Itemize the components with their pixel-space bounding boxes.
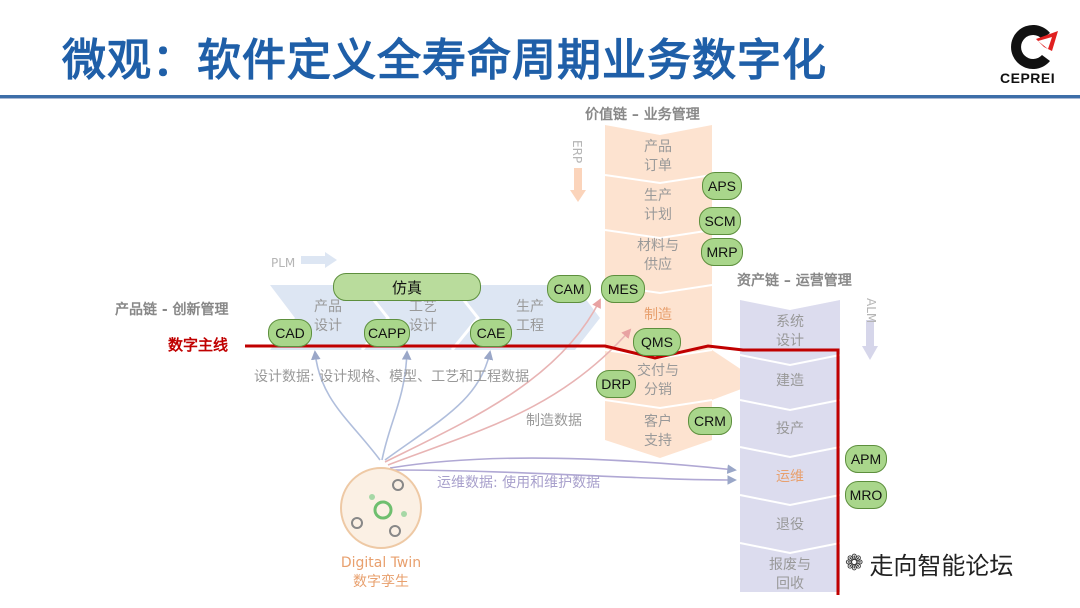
title-divider-thin bbox=[0, 98, 1080, 99]
watermark-text: 走向智能论坛 bbox=[869, 552, 1014, 580]
asset-chain-label: 资产链 – 运营管理 bbox=[737, 273, 852, 289]
asset-stage-design: 系统 设计 bbox=[776, 314, 804, 349]
value-stage-support: 客户 支持 bbox=[644, 414, 672, 449]
asset-stage-build: 建造 bbox=[776, 373, 804, 389]
digital-thread-label: 数字主线 bbox=[168, 336, 229, 354]
value-stage-delivery: 交付与 分销 bbox=[637, 363, 679, 398]
product-stage-process: 工艺 设计 bbox=[409, 299, 437, 334]
product-stage-design: 产品 设计 bbox=[314, 299, 342, 334]
alm-label: ALM bbox=[864, 298, 878, 324]
tool-drp[interactable]: DRP bbox=[596, 370, 636, 398]
asset-stage-retire: 退役 bbox=[776, 517, 804, 533]
plm-label: PLM bbox=[271, 256, 296, 270]
erp-label: ERP bbox=[570, 140, 584, 164]
value-stage-manufacture: 制造 bbox=[644, 307, 672, 323]
asset-stage-operate: 运维 bbox=[776, 469, 804, 485]
erp-arrow bbox=[570, 168, 586, 202]
logo-text: CEPREI bbox=[1000, 70, 1056, 86]
product-stage-engineering: 生产 工程 bbox=[516, 299, 544, 334]
value-stage-supply: 材料与 供应 bbox=[637, 238, 679, 273]
tool-simulation[interactable]: 仿真 bbox=[333, 273, 481, 301]
lifecycle-diagram bbox=[245, 125, 878, 595]
tool-scm[interactable]: SCM bbox=[699, 207, 741, 235]
product-chain-label: 产品链 - 创新管理 bbox=[115, 302, 229, 318]
tool-capp[interactable]: CAPP bbox=[364, 319, 410, 347]
tool-mes[interactable]: MES bbox=[601, 275, 645, 303]
digital-twin-zh: 数字孪生 bbox=[353, 574, 409, 590]
manufacturing-data-label: 制造数据 bbox=[526, 413, 582, 429]
asset-chain-column bbox=[739, 300, 841, 592]
digital-twin-en: Digital Twin bbox=[340, 555, 422, 571]
tool-apm[interactable]: APM bbox=[845, 445, 887, 473]
asset-stage-commission: 投产 bbox=[776, 421, 804, 437]
operation-data-label: 运维数据: 使用和维护数据 bbox=[437, 475, 601, 491]
tool-cam[interactable]: CAM bbox=[547, 275, 591, 303]
tool-aps[interactable]: APS bbox=[702, 172, 742, 200]
data-flow-curves bbox=[311, 298, 737, 485]
digital-twin-icon bbox=[340, 467, 422, 549]
design-data-label: 设计数据: 设计规格、模型、工艺和工程数据 bbox=[254, 369, 530, 385]
digital-thread-line bbox=[245, 344, 840, 595]
tool-cae[interactable]: CAE bbox=[470, 319, 512, 347]
plm-arrow bbox=[301, 252, 337, 268]
watermark: ❁ 走向智能论坛 bbox=[845, 546, 1013, 581]
tool-cad[interactable]: CAD bbox=[268, 319, 312, 347]
tool-mro[interactable]: MRO bbox=[845, 481, 887, 509]
asset-stage-recycle: 报废与 回收 bbox=[769, 557, 811, 592]
value-stage-order: 产品 订单 bbox=[644, 139, 672, 174]
wechat-icon: ❁ bbox=[845, 551, 864, 576]
page-title: 微观：软件定义全寿命周期业务数字化 bbox=[62, 35, 827, 86]
value-chain-label: 价值链 – 业务管理 bbox=[585, 107, 700, 123]
value-stage-plan: 生产 计划 bbox=[644, 188, 672, 223]
tool-crm[interactable]: CRM bbox=[688, 407, 732, 435]
alm-arrow bbox=[862, 320, 878, 360]
ceprei-logo-icon bbox=[1011, 25, 1058, 69]
tool-qms[interactable]: QMS bbox=[633, 328, 681, 356]
tool-mrp[interactable]: MRP bbox=[701, 238, 743, 266]
title-divider bbox=[0, 95, 1080, 98]
